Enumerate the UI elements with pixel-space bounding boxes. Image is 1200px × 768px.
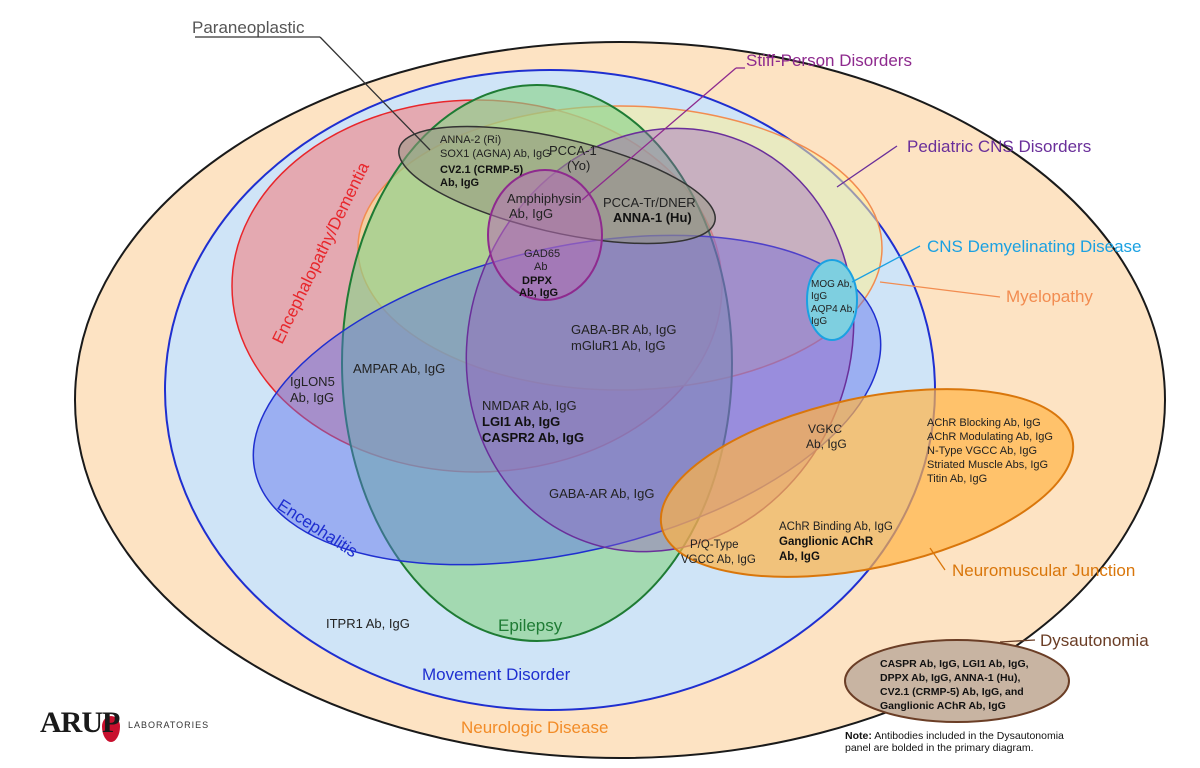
ab-dppx-line2: Ab, IgG <box>519 287 558 299</box>
ab-nmj-4: Striated Muscle Abs, IgG <box>927 459 1048 471</box>
ab-ampar: AMPAR Ab, IgG <box>353 361 445 376</box>
ab-gababr: GABA-BR Ab, IgG <box>571 322 677 337</box>
cns-demyelinating-region <box>806 259 858 341</box>
ab-nmj-5: Titin Ab, IgG <box>927 473 987 485</box>
dysautonomia-panel-line-4: Ganglionic AChR Ab, IgG <box>880 700 1006 712</box>
ab-mog-line2: IgG <box>811 291 827 302</box>
footnote-line-2: panel are bolded in the primary diagram. <box>845 742 1034 754</box>
ab-dppx-line1: DPPX <box>522 275 553 287</box>
ab-caspr2: CASPR2 Ab, IgG <box>482 430 584 445</box>
ab-pq-line1: P/Q-Type <box>690 539 739 551</box>
dysautonomia-panel-line-2: DPPX Ab, IgG, ANNA-1 (Hu), <box>880 672 1020 684</box>
ab-mglur1: mGluR1 Ab, IgG <box>571 338 666 353</box>
stiff-person-region <box>487 169 603 301</box>
nmj-leader-line <box>929 547 946 571</box>
ab-anna2: ANNA-2 (Ri) <box>440 134 501 146</box>
ab-amphiphysin-line1: Amphiphysin <box>507 191 581 206</box>
demyelinating-label: CNS Demyelinating Disease <box>927 237 1141 256</box>
ab-itpr1: ITPR1 Ab, IgG <box>326 616 410 631</box>
ab-vgkc-line1: VGKC <box>808 422 842 436</box>
myelopathy-label: Myelopathy <box>1006 287 1093 306</box>
footnote-bold: Note: <box>845 730 872 742</box>
footnote: Note: Antibodies included in the Dysauto… <box>845 730 1125 754</box>
pediatric-label: Pediatric CNS Disorders <box>907 137 1091 156</box>
logo-subtitle: LABORATORIES <box>128 720 210 730</box>
dysautonomia-region <box>844 639 1070 723</box>
ab-gabaar: GABA-AR Ab, IgG <box>549 486 655 501</box>
myelopathy-leader-line <box>879 281 1001 298</box>
ab-iglon5-line1: IgLON5 <box>290 374 335 389</box>
ab-aqp4-line2: IgG <box>811 316 827 327</box>
ab-pcca1-line2: (Yo) <box>567 158 590 173</box>
ab-vgkc-line2: Ab, IgG <box>806 437 847 451</box>
ab-nmj-1: AChR Blocking Ab, IgG <box>927 417 1041 429</box>
demyelinating-leader-line <box>851 245 921 283</box>
dysautonomia-panel-line-3: CV2.1 (CRMP-5) Ab, IgG, and <box>880 686 1024 698</box>
pediatric-leader-line <box>836 145 898 188</box>
nmj-label: Neuromuscular Junction <box>952 561 1135 580</box>
movement-disorder-label: Movement Disorder <box>422 665 571 684</box>
logo-wordmark: ARUP <box>40 706 120 739</box>
ab-nmdar: NMDAR Ab, IgG <box>482 398 577 413</box>
ab-gad65-line1: GAD65 <box>524 248 560 260</box>
stiff-person-leader-line <box>581 67 737 201</box>
ab-aqp4-line1: AQP4 Ab, <box>811 304 855 315</box>
ab-gad65-line2: Ab <box>534 261 547 273</box>
paraneoplastic-label: Paraneoplastic <box>192 18 305 37</box>
ab-ganglionic-line2: Ab, IgG <box>779 551 820 563</box>
ab-amphiphysin-line2: Ab, IgG <box>509 206 553 221</box>
logo-drop-icon <box>102 716 120 742</box>
ab-achr-binding: AChR Binding Ab, IgG <box>779 521 893 533</box>
ab-iglon5-line2: Ab, IgG <box>290 390 334 405</box>
ab-mog-line1: MOG Ab, <box>811 279 852 290</box>
epilepsy-label: Epilepsy <box>498 616 563 635</box>
ab-pccatr: PCCA-Tr/DNER <box>603 195 696 210</box>
ab-nmj-3: N-Type VGCC Ab, IgG <box>927 445 1037 457</box>
ab-cv2-line1: CV2.1 (CRMP-5) <box>440 164 523 176</box>
neurologic-disease-label: Neurologic Disease <box>461 718 608 737</box>
ab-nmj-2: AChR Modulating Ab, IgG <box>927 431 1053 443</box>
ab-anna1: ANNA-1 (Hu) <box>613 210 692 225</box>
ab-cv2-line2: Ab, IgG <box>440 177 479 189</box>
dysautonomia-panel-line-1: CASPR Ab, IgG, LGI1 Ab, IgG, <box>880 658 1029 670</box>
dysautonomia-label: Dysautonomia <box>1040 631 1149 650</box>
paraneoplastic-leader-line <box>319 36 431 151</box>
ab-lgi1: LGI1 Ab, IgG <box>482 414 560 429</box>
neuromuscular-junction-region <box>659 388 1075 578</box>
footnote-line-1: Antibodies included in the Dysautonomia <box>874 730 1064 742</box>
ab-ganglionic-line1: Ganglionic AChR <box>779 536 874 548</box>
stiff-person-label: Stiff-Person Disorders <box>746 51 912 70</box>
ab-sox1: SOX1 (AGNA) Ab, IgG <box>440 148 551 160</box>
ab-pq-line2: VGCC Ab, IgG <box>681 554 756 566</box>
ab-pcca1-line1: PCCA-1 <box>549 143 597 158</box>
dysautonomia-leader-line <box>999 639 1036 643</box>
